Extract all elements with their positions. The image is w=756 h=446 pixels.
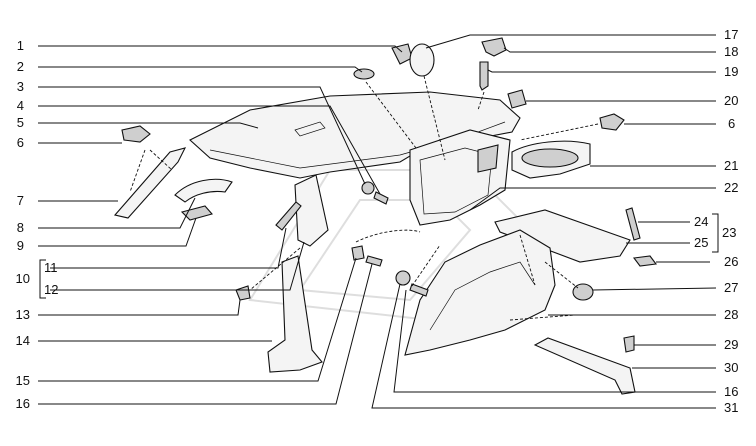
- label-11: 11: [44, 260, 58, 275]
- hook-part: [481, 37, 507, 57]
- label-27: 27: [724, 280, 738, 295]
- bracket-part: [180, 205, 213, 221]
- label-19: 19: [724, 64, 738, 79]
- label-8: 8: [17, 220, 24, 235]
- label-25: 25: [694, 235, 708, 250]
- bracket-10: [39, 259, 46, 299]
- label-29: 29: [724, 337, 738, 352]
- upper-pillar-trim-part: [294, 174, 329, 247]
- screw-part: [479, 61, 489, 91]
- strip-24-part: [625, 207, 641, 241]
- cap-part: [353, 68, 375, 80]
- label-31: 31: [724, 400, 738, 415]
- clip-20-part: [507, 89, 527, 109]
- parcel-shelf-part: [494, 209, 631, 263]
- pillar-strip-part: [275, 201, 302, 231]
- screw-13-part: [235, 285, 251, 301]
- label-22: 22: [724, 180, 738, 195]
- label-6-right: 6: [728, 116, 735, 131]
- nut-part: [361, 181, 375, 195]
- label-6: 6: [17, 135, 24, 150]
- label-24: 24: [694, 214, 708, 229]
- cap-31-part: [395, 270, 411, 286]
- label-4: 4: [17, 98, 24, 113]
- cap-27-part: [572, 283, 594, 301]
- label-3: 3: [17, 79, 24, 94]
- bracket-23: [712, 213, 719, 253]
- label-21: 21: [724, 158, 738, 173]
- fastener-left-part: [121, 125, 151, 143]
- label-16: 16: [16, 396, 30, 411]
- label-18: 18: [724, 44, 738, 59]
- wheel-arch-trim-part: [404, 229, 556, 356]
- label-15: 15: [16, 373, 30, 388]
- label-17: 17: [724, 27, 738, 42]
- label-28: 28: [724, 307, 738, 322]
- label-14: 14: [16, 333, 30, 348]
- label-26: 26: [724, 254, 738, 269]
- screw-16-part: [365, 255, 383, 267]
- label-7: 7: [17, 193, 24, 208]
- fastener-right-part: [599, 113, 625, 131]
- pillar-trim-part: [267, 255, 323, 373]
- label-10: 10: [16, 271, 30, 286]
- leader-lines: [38, 34, 717, 409]
- sill-strip-part: [533, 337, 636, 395]
- clip-15-part: [351, 245, 365, 261]
- label-30: 30: [724, 360, 738, 375]
- a-pillar-trim-part: [113, 147, 187, 219]
- ring-part: [409, 43, 435, 77]
- pin-part: [632, 255, 658, 267]
- label-5: 5: [17, 115, 24, 130]
- grab-handle-part: [174, 178, 233, 203]
- label-23: 23: [722, 225, 736, 240]
- label-2: 2: [17, 59, 24, 74]
- screw-29-part: [623, 335, 635, 353]
- label-16-right: 16: [724, 384, 738, 399]
- label-9: 9: [17, 238, 24, 253]
- clip-part: [391, 43, 413, 65]
- label-1: 1: [17, 38, 24, 53]
- bolt-part: [373, 191, 389, 205]
- label-20: 20: [724, 93, 738, 108]
- right-labels: 17 18 19 20 6 21 22 24 25 23 26 27 28 29…: [694, 27, 738, 415]
- label-13: 13: [16, 307, 30, 322]
- left-labels: 1 2 3 4 5 6 7 8 9 10 11 12 13 14 15 16: [16, 38, 59, 411]
- label-12: 12: [44, 282, 58, 297]
